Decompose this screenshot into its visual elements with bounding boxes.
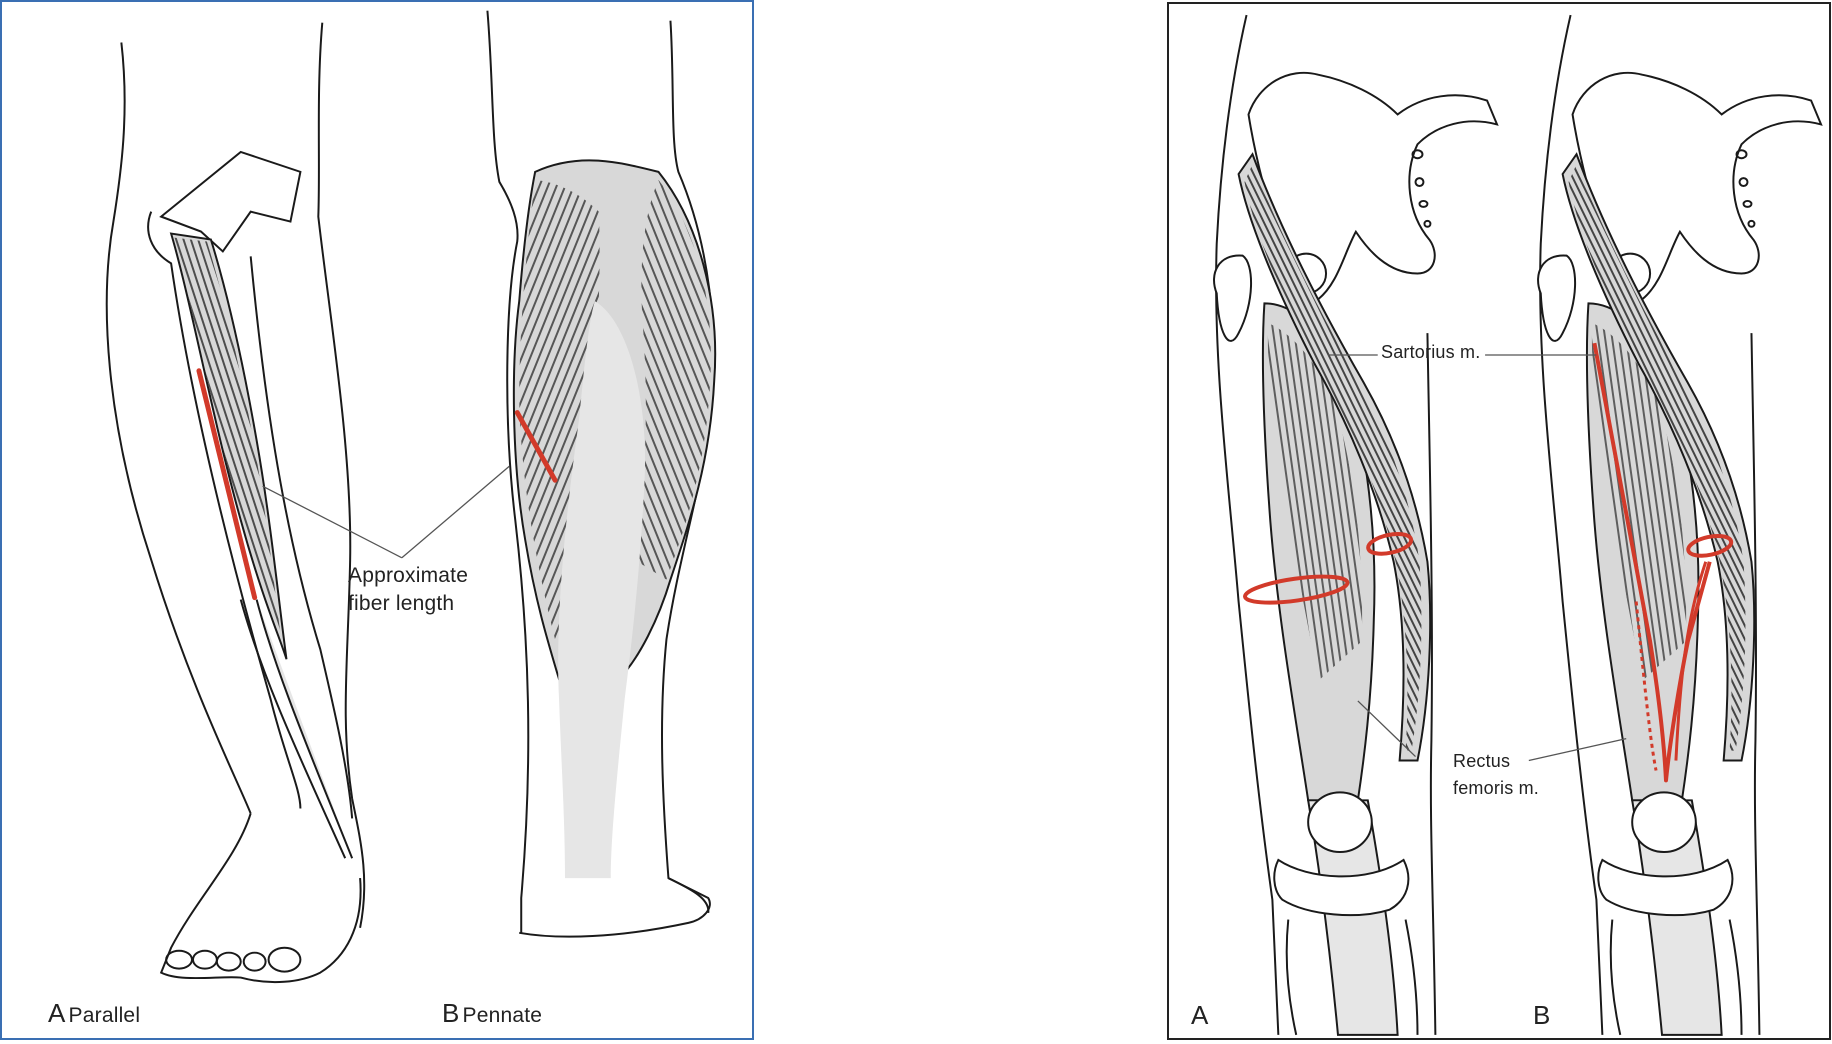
thigh-panel-b-letter: B	[1533, 1000, 1551, 1030]
sartorius-label: Sartorius m.	[1381, 342, 1481, 362]
label-leaders	[1328, 354, 1627, 762]
leg-a	[105, 22, 366, 984]
thigh-panel-a-letter: A	[1191, 1000, 1209, 1030]
calf-illustration	[105, 10, 717, 984]
fiber-length-label: Approximate fiber length	[348, 564, 469, 615]
cross-section-sartorius-a	[1366, 532, 1414, 556]
thigh-illustration	[1213, 14, 1823, 1036]
cross-section-sartorius-b	[1686, 534, 1734, 558]
annotation-leaders	[262, 465, 510, 559]
achilles-tendon	[558, 301, 646, 879]
fiber-length-marker-a	[196, 368, 258, 601]
fiber-length-marker-b	[514, 410, 558, 483]
thigh-b	[1537, 14, 1823, 1036]
cross-section-rectus-a	[1243, 574, 1350, 605]
rectus-femoris-label: Rectus femoris m.	[1453, 751, 1540, 798]
right-figure-panel: Sartorius m. Rectus femoris m. A B	[1167, 2, 1831, 1040]
thigh-a	[1213, 14, 1499, 1036]
